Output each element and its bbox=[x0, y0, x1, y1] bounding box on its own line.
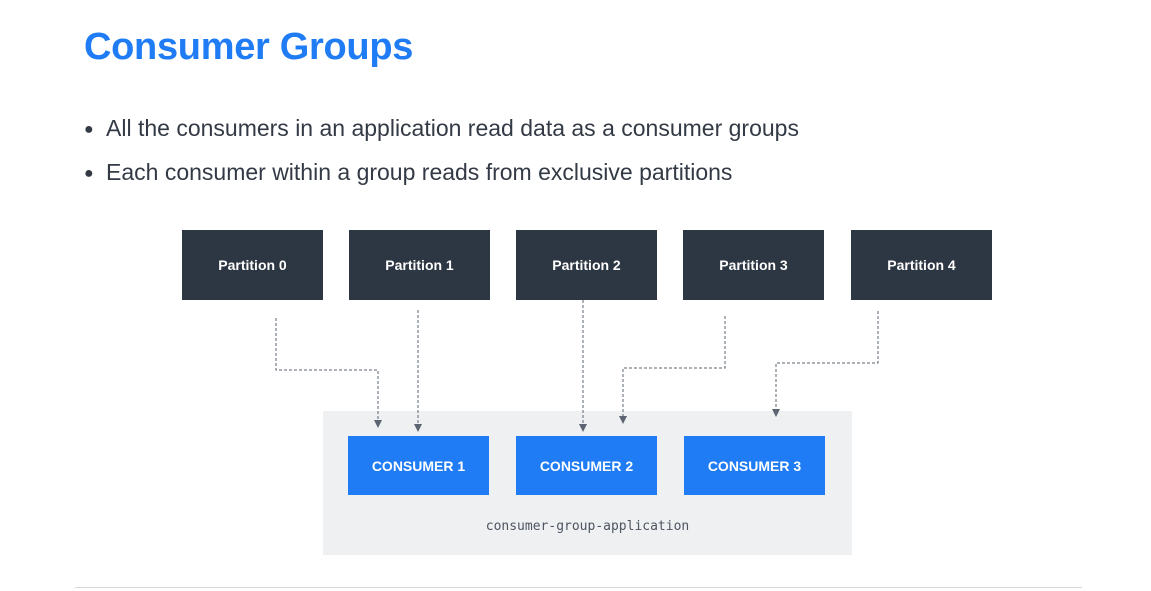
partition-1-box: Partition 1 bbox=[349, 230, 490, 300]
partition-2-box: Partition 2 bbox=[516, 230, 657, 300]
bullet-text: Each consumer within a group reads from … bbox=[106, 159, 733, 185]
bullet-dot-icon: ● bbox=[84, 165, 94, 182]
partition-0-box: Partition 0 bbox=[182, 230, 323, 300]
connector-partition-4-to-consumer-3 bbox=[772, 311, 879, 417]
consumer-group-label: consumer-group-application bbox=[485, 519, 690, 534]
consumer-2-box: CONSUMER 2 bbox=[516, 436, 657, 495]
bullet-text: All the consumers in an application read… bbox=[106, 115, 799, 141]
partition-3-box: Partition 3 bbox=[683, 230, 824, 300]
connector-partition-3-to-consumer-2 bbox=[619, 316, 726, 424]
partition-4-box: Partition 4 bbox=[851, 230, 992, 300]
bullet-item: ● Each consumer within a group reads from… bbox=[84, 156, 799, 200]
footer-divider bbox=[75, 587, 1082, 588]
slide-title: Consumer Groups bbox=[84, 26, 414, 68]
consumer-1-box: CONSUMER 1 bbox=[348, 436, 489, 495]
consumer-3-box: CONSUMER 3 bbox=[684, 436, 825, 495]
bullet-item: ● All the consumers in an application rea… bbox=[84, 112, 799, 156]
bullet-list: ● All the consumers in an application rea… bbox=[84, 112, 799, 200]
connector-partition-0-to-consumer-1 bbox=[275, 318, 382, 428]
bullet-dot-icon: ● bbox=[84, 121, 94, 138]
